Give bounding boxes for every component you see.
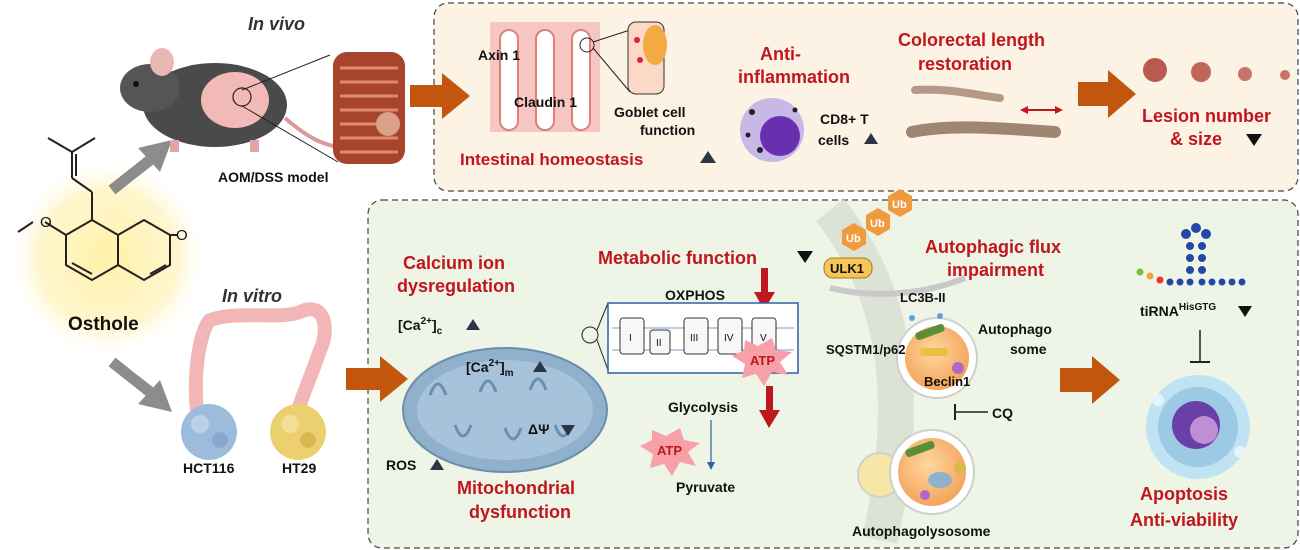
colorectal-label-2: restoration: [918, 54, 1012, 74]
apoptosis-label: Apoptosis: [1140, 484, 1228, 504]
arrow-invivo-panel: [410, 73, 470, 119]
metabolic-arrow: [754, 268, 775, 310]
hct116-label: HCT116: [183, 460, 235, 476]
ros-label: ROS: [386, 457, 416, 473]
autophagolysosome-label: Autophagolysosome: [852, 523, 991, 539]
autophago-label-1: Autophago: [978, 321, 1052, 337]
arrow-to-invitro: [108, 357, 172, 412]
lc3b-label: LC3B-II: [900, 290, 946, 305]
autophagosome-illustration: [896, 313, 978, 399]
ca-mito-up-triangle: [533, 361, 547, 372]
ros-up-triangle: [430, 459, 444, 470]
mito-label-2: dysfunction: [469, 502, 571, 522]
ub-label-1: Ub: [846, 233, 861, 245]
complex-2: II: [656, 338, 662, 349]
model-label: AOM/DSS model: [218, 169, 328, 185]
ub-label-2: Ub: [870, 218, 885, 230]
mito-label-1: Mitochondrial: [457, 478, 575, 498]
delta-psi-down-triangle: [561, 425, 575, 436]
complex-3: III: [690, 333, 698, 344]
atp-label-glycolysis: ATP: [657, 443, 682, 458]
homeostasis-up-triangle: [700, 151, 716, 163]
osthole-structure: O O: [8, 137, 208, 358]
calcium-label-2: dysregulation: [397, 276, 515, 296]
apoptotic-cell-illustration: [1146, 375, 1250, 479]
invivo-label: In vivo: [248, 14, 305, 34]
tirna-down-triangle: [1238, 306, 1252, 317]
anti-inflammation-2: inflammation: [738, 67, 850, 87]
ca-mito-label: [Ca2+]m: [466, 358, 514, 379]
cd8-label-2: cells: [818, 132, 849, 148]
complex-1: I: [629, 333, 632, 344]
phagophore-membrane: [829, 275, 967, 297]
svg-text:O: O: [40, 214, 52, 231]
tirna-inhibition: [1190, 330, 1210, 363]
arrow-to-invivo: [108, 140, 172, 195]
goblet-label-2: function: [640, 122, 695, 138]
mouse-illustration: [120, 48, 361, 163]
arrow-to-lesion: [1078, 70, 1136, 118]
complex-4: IV: [724, 333, 734, 344]
atp-label-oxphos: ATP: [750, 353, 775, 368]
complex-5: V: [760, 333, 767, 344]
autophagolysosome-illustration: [857, 429, 975, 515]
glycolysis-label: Glycolysis: [668, 399, 738, 415]
svg-text:O: O: [176, 227, 188, 244]
ht29-cells: [270, 404, 326, 460]
homeostasis-label: Intestinal homeostasis: [460, 150, 643, 169]
lesion-label-1: Lesion number: [1142, 106, 1271, 126]
anti-inflammation-1: Anti-: [760, 44, 801, 64]
pyruvate-label: Pyruvate: [676, 479, 735, 495]
compound-name: Osthole: [68, 314, 139, 335]
glycolysis-arrow: [759, 386, 780, 428]
oxphos-label: OXPHOS: [665, 287, 725, 303]
autophago-label-2: some: [1010, 341, 1047, 357]
arrow-invitro-panel: [346, 356, 408, 402]
ulk1-label: ULK1: [830, 261, 864, 276]
ub-label-3: Ub: [892, 199, 907, 211]
autophagic-label-2: impairment: [947, 260, 1044, 280]
antiviability-label: Anti-viability: [1130, 510, 1238, 530]
lesion-down-triangle: [1246, 134, 1262, 146]
villi-illustration: [490, 21, 667, 132]
ca-cytosol-label: [Ca2+]c: [398, 316, 443, 337]
sqstm-label: SQSTM1/p62: [826, 342, 905, 357]
mitochondrion-illustration: [402, 302, 609, 473]
ubiquitin-cluster: [842, 189, 912, 251]
tirna-hairpin: [1136, 223, 1246, 286]
ht29-label: HT29: [282, 460, 316, 476]
hct116-cells: [181, 404, 237, 460]
invitro-label: In vitro: [222, 286, 282, 306]
metabolic-label: Metabolic function: [598, 248, 757, 268]
colon-specimens: [906, 85, 1063, 138]
claudin-label: Claudin 1: [514, 94, 577, 110]
arrow-to-apoptosis: [1060, 356, 1120, 404]
colorectal-label-1: Colorectal length: [898, 30, 1045, 50]
colon-illustration: [188, 302, 332, 437]
atp-burst-oxphos: [732, 338, 792, 386]
lesion-label-2: & size: [1170, 129, 1222, 149]
glycolysis-flow: [707, 420, 715, 470]
cd8-label-1: CD8+ T: [820, 111, 869, 127]
ulk1-badge: [823, 257, 873, 279]
colon-section-illustration: [333, 52, 405, 164]
lesion-illustrations: [1143, 58, 1290, 82]
goblet-label-1: Goblet cell: [614, 104, 686, 120]
autophagic-label-1: Autophagic flux: [925, 237, 1061, 257]
cq-label: CQ: [992, 405, 1013, 421]
delta-psi-label: ΔΨ: [528, 421, 549, 437]
axin-label: Axin 1: [478, 47, 520, 63]
ca-cytosol-up-triangle: [466, 319, 480, 330]
calcium-label-1: Calcium ion: [403, 253, 505, 273]
tirna-label: tiRNAHisGTG: [1140, 302, 1216, 319]
cq-inhibition: [954, 404, 988, 420]
cd8-cell-illustration: [740, 98, 804, 162]
cd8-up-triangle: [864, 133, 878, 144]
atp-burst-glycolysis: [640, 428, 700, 476]
invitro-panel: [367, 199, 1299, 549]
beclin-label: Beclin1: [924, 374, 970, 389]
metabolic-down-triangle: [797, 251, 813, 263]
